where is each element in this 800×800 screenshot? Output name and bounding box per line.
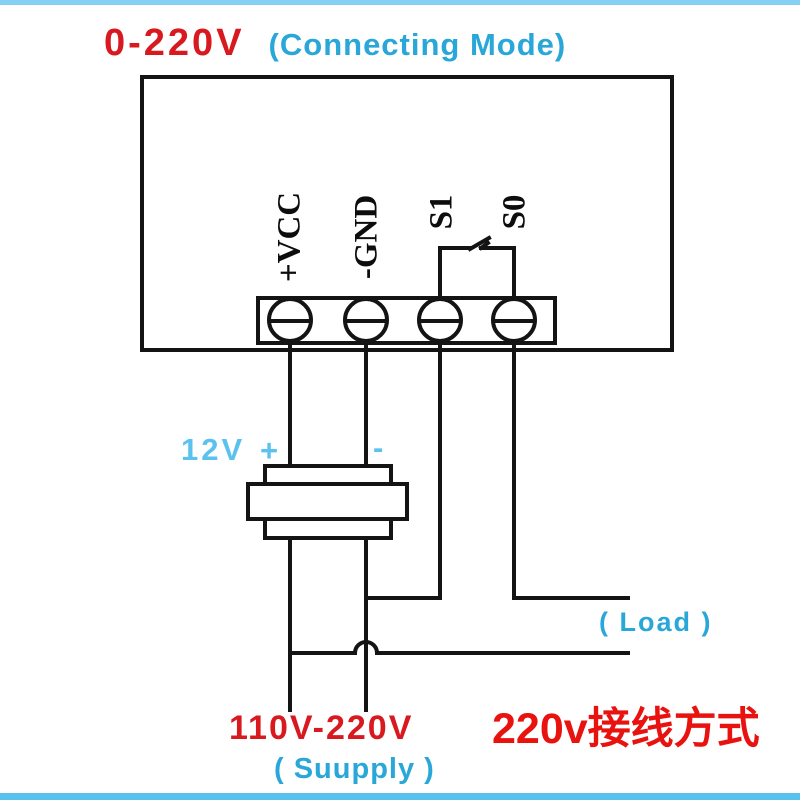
controller-box [140, 75, 674, 352]
dc-voltage-label: 12V [181, 432, 246, 467]
terminal-screw-s0 [491, 297, 537, 343]
s1-wire [364, 339, 442, 600]
diagram-title: 0-220V (Connecting Mode) [104, 22, 566, 65]
voltage-range-label: 0-220V [104, 22, 245, 64]
terminal-label-s0: S0 [496, 194, 533, 230]
dc-plus-label: + [260, 433, 279, 468]
terminal-label-vcc: +VCC [271, 191, 308, 283]
s0-load-wire [512, 339, 630, 600]
load-return-wire-with-hop [288, 640, 630, 655]
supply-label: ( Suupply ) [274, 753, 435, 785]
supply-voltage-label: 110V-220V [229, 709, 414, 747]
power-adapter [246, 464, 409, 540]
dc-minus-label: - [373, 430, 384, 465]
terminal-screw-s1 [417, 297, 463, 343]
terminal-label-s1: S1 [423, 194, 460, 230]
terminal-label-gnd: -GND [348, 194, 385, 280]
wiring-mode-caption: 220v接线方式 [492, 705, 760, 753]
connecting-mode-label: (Connecting Mode) [268, 27, 567, 62]
switch-s1-s0 [438, 235, 516, 307]
terminal-screw-vcc [267, 297, 313, 343]
terminal-screw-gnd [343, 297, 389, 343]
bottom-border-bar [0, 793, 800, 800]
adapter-body [246, 482, 409, 521]
load-label: ( Load ) [599, 607, 713, 637]
top-border-bar [0, 0, 800, 5]
